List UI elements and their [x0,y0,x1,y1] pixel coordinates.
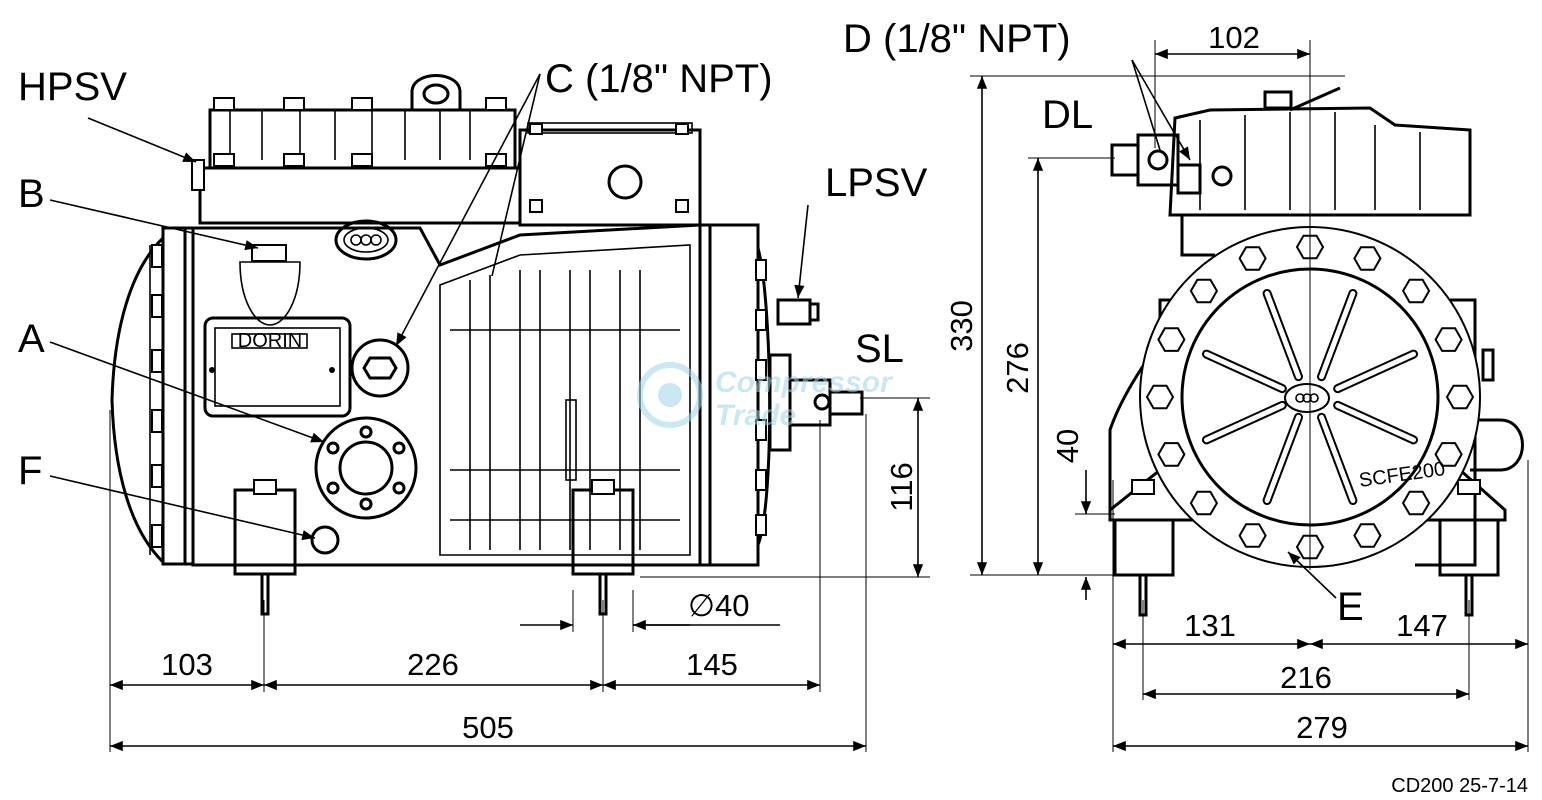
dim-front-145: 145 [686,647,738,682]
spoke [1335,402,1416,443]
dim-side-40: 40 [1050,429,1085,463]
end-cover-spokes [1202,289,1418,505]
suction-line-fitting [768,353,864,452]
side-foot-right [1438,518,1500,577]
spoke [1264,414,1301,503]
side-view: SCFE200 [1108,86,1524,617]
dim-side-330: 330 [944,300,979,352]
label-hpsv: HPSV [18,65,127,109]
hex-bolt [1238,246,1267,271]
hex-bolt [1189,490,1219,516]
spoke [1335,351,1416,392]
oil-fill-plug-b [239,244,301,326]
label-b: B [18,172,45,216]
label-dl: DL [1042,93,1093,137]
dim-front-116: 116 [884,462,919,511]
watermark-line2: Trade [715,399,796,432]
side-foot-left [1113,518,1175,577]
dim-side-102: 102 [1208,20,1260,55]
hex-bolt [1434,327,1463,352]
terminal-box [518,122,702,227]
oil-drain-f [310,525,340,555]
hex-bolt [1353,246,1382,271]
dim-front-505: 505 [462,710,514,745]
crankcase-body [191,223,702,567]
hex-bolt [1401,490,1431,516]
front-view: DORIN [110,74,864,616]
discharge-line-fitting [1110,133,1233,195]
side-dimensions: 102 330 276 40 131 147 216 279 [944,20,1529,752]
hex-bolt [1145,384,1175,410]
watermark-line1: Compressor [715,366,894,399]
name-plate: DORIN [203,316,352,418]
spoke [1204,351,1285,392]
dim-side-131: 131 [1184,608,1236,643]
hex-bolt [1434,442,1463,467]
dim-side-279: 279 [1296,710,1348,745]
spoke [1319,291,1356,380]
label-c: C (1/8" NPT) [545,57,773,101]
callout-leaders [49,59,1337,599]
hex-bolt [1157,442,1186,467]
dim-front-226: 226 [407,647,459,682]
dim-front-dia40: ∅40 [688,588,750,623]
lpsv-valve [776,298,820,326]
hex-bolt [1189,278,1219,304]
plug-c [350,338,410,398]
hex-bolt [1157,327,1186,352]
crankcase-ribs [439,244,691,556]
dorin-logo-oval [334,219,398,261]
lifting-eye [410,74,462,110]
hpsv-valve [191,159,205,191]
front-dimensions: 103 226 145 505 ∅40 116 [109,397,930,752]
end-cover-hex-bolts [1145,234,1475,560]
label-e: E [1337,585,1364,629]
spoke [1319,414,1356,503]
sight-glass-a [314,416,418,520]
dim-side-276: 276 [1000,342,1035,394]
label-sl: SL [855,327,904,371]
spoke [1204,402,1285,443]
side-cylinder-head [1168,106,1472,217]
name-plate-logo-text: DORIN [238,330,302,352]
hex-bolt [1445,384,1475,410]
watermark: Compressor Trade [637,362,894,432]
head-bolts [213,97,507,167]
flange-bolts [755,259,767,536]
mounting-feet-front [233,479,635,616]
dim-side-216: 216 [1280,660,1332,695]
label-f: F [18,449,42,493]
label-a: A [18,317,45,361]
label-lpsv: LPSV [825,161,928,205]
dim-front-103: 103 [161,647,213,682]
motor-end-cover [110,236,165,564]
hex-bolt [1401,278,1431,304]
dim-side-147: 147 [1396,608,1448,643]
callout-labels: HPSV B A F C (1/8" NPT) LPSV SL D (1/8" … [18,17,1364,629]
side-logo-oval [1284,383,1330,413]
hex-bolt [1353,523,1382,548]
spoke [1264,291,1301,380]
label-d: D (1/8" NPT) [843,17,1071,61]
drawing-reference: CD200 25-7-14 [1391,775,1528,797]
hex-bolt [1238,523,1267,548]
